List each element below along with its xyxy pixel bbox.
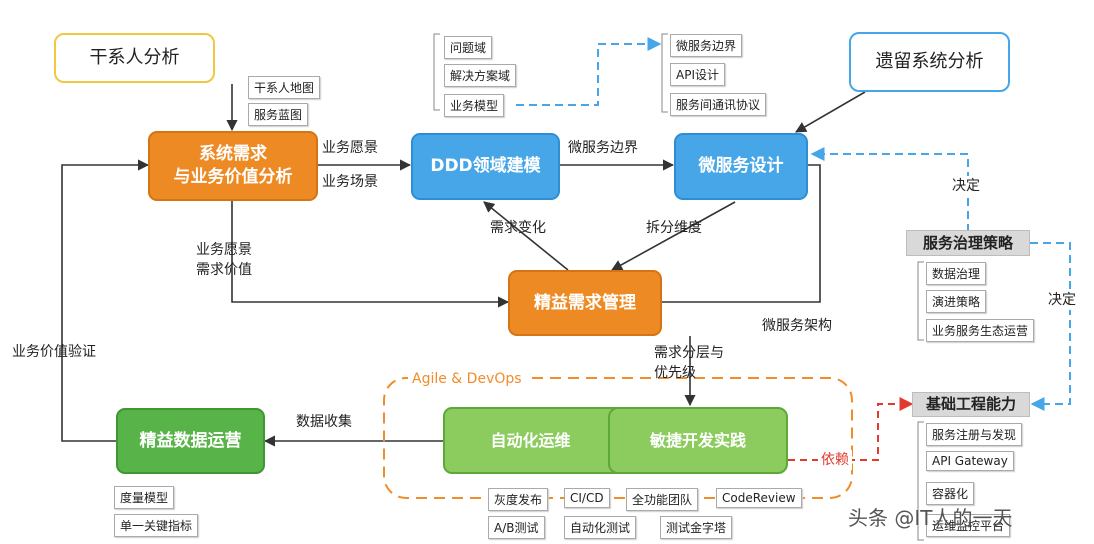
bracket-ms-items	[661, 33, 668, 113]
label-biz-scene: 业务场景	[322, 174, 378, 190]
auto-ops-box: 自动化运维	[443, 407, 618, 474]
arrow-legacy-to-ms-design	[795, 91, 866, 133]
ddd-modeling-box: DDD领域建模	[411, 133, 560, 200]
microservice-design-box: 微服务设计	[674, 133, 808, 200]
chip-one-metric: 单一关键指标	[114, 514, 199, 537]
agile-devops-frame	[383, 377, 853, 499]
label-layering-line1: 需求分层与	[654, 345, 724, 361]
legacy-system-analysis-box: 遗留系统分析	[849, 32, 1010, 92]
chip-service-blueprint: 服务蓝图	[248, 103, 309, 126]
watermark: 头条 @IT人的一天	[848, 506, 1013, 530]
system-requirement-box: 系统需求 与业务价值分析	[148, 131, 318, 201]
label-split-dim: 拆分维度	[646, 220, 702, 236]
bracket-ddd-items	[433, 33, 440, 111]
label-req-change: 需求变化	[490, 220, 546, 236]
lean-data-operation-box: 精益数据运营	[116, 408, 265, 474]
chip-gray-release: 灰度发布	[488, 488, 549, 511]
dashed-governance-to-ms-design	[810, 147, 969, 232]
chip-api-design: API设计	[670, 63, 725, 86]
chip-ecosystem-operation: 业务服务生态运营	[926, 319, 1035, 342]
chip-service-protocol: 服务间通讯协议	[670, 93, 767, 116]
chip-ms-boundary: 微服务边界	[670, 34, 743, 57]
chip-auto-test: 自动化测试	[564, 516, 637, 539]
label-layering-line2: 优先级	[654, 365, 696, 382]
label-req-vision-line1: 业务愿景	[196, 242, 252, 258]
chip-code-review: CodeReview	[716, 488, 802, 508]
bracket-governance-items	[917, 261, 924, 341]
service-governance-box: 服务治理策略	[906, 230, 1030, 256]
arrow-system-req-to-lean-req	[231, 200, 510, 308]
label-layering: 需求分层与 优先级	[654, 343, 724, 384]
bracket-infra-items	[917, 421, 924, 541]
infra-capability-box: 基础工程能力	[912, 392, 1030, 417]
arrow-lean-req-to-ddd	[483, 201, 569, 271]
label-decide-top: 决定	[950, 176, 982, 197]
label-agile-devops: Agile & DevOps	[408, 369, 526, 390]
chip-ops-monitoring: 运维监控平台	[926, 514, 1011, 537]
chip-stakeholder-map: 干系人地图	[248, 76, 321, 99]
dashed-biz-model-to-ms	[516, 37, 662, 106]
chip-business-model: 业务模型	[444, 94, 505, 117]
chip-full-team: 全功能团队	[626, 488, 699, 511]
system-requirement-line1: 系统需求	[199, 144, 267, 165]
chip-ci-cd: CI/CD	[564, 488, 610, 508]
label-biz-vision: 业务愿景	[322, 140, 378, 156]
label-ms-boundary: 微服务边界	[568, 140, 638, 156]
label-data-collect: 数据收集	[296, 414, 352, 430]
label-depends: 依赖	[818, 450, 852, 471]
arrow-ms-design-to-lean-req	[611, 201, 736, 271]
label-decide-right: 决定	[1046, 290, 1078, 311]
chip-solution-domain: 解决方案域	[444, 64, 517, 87]
chip-problem-domain: 问题域	[444, 36, 493, 59]
label-req-vision-line2: 需求价值	[196, 262, 252, 279]
label-ms-architecture: 微服务架构	[762, 318, 832, 334]
lean-requirement-box: 精益需求管理	[508, 270, 662, 336]
chip-evolution-strategy: 演进策略	[926, 290, 987, 313]
stakeholder-analysis-box: 干系人分析	[54, 33, 215, 83]
dashed-governance-to-infra	[1030, 242, 1071, 411]
label-biz-value-verify: 业务价值验证	[12, 344, 96, 360]
chip-ab-test: A/B测试	[488, 516, 545, 539]
label-req-vision: 业务愿景 需求价值	[196, 240, 252, 281]
chip-api-gateway: API Gateway	[926, 451, 1014, 471]
chip-test-pyramid: 测试金字塔	[660, 516, 733, 539]
dashed-practice-depends-infra	[788, 397, 914, 461]
chip-service-discovery: 服务注册与发现	[926, 423, 1023, 446]
agile-dev-practice-box: 敏捷开发实践	[608, 407, 788, 474]
system-requirement-line2: 与业务价值分析	[173, 167, 293, 187]
line-ms-architecture	[662, 164, 821, 303]
arrow-lean-data-to-system-req	[61, 159, 150, 442]
chip-data-governance: 数据治理	[926, 262, 987, 285]
chip-containerization: 容器化	[926, 482, 975, 505]
chip-metric-model: 度量模型	[114, 486, 175, 509]
